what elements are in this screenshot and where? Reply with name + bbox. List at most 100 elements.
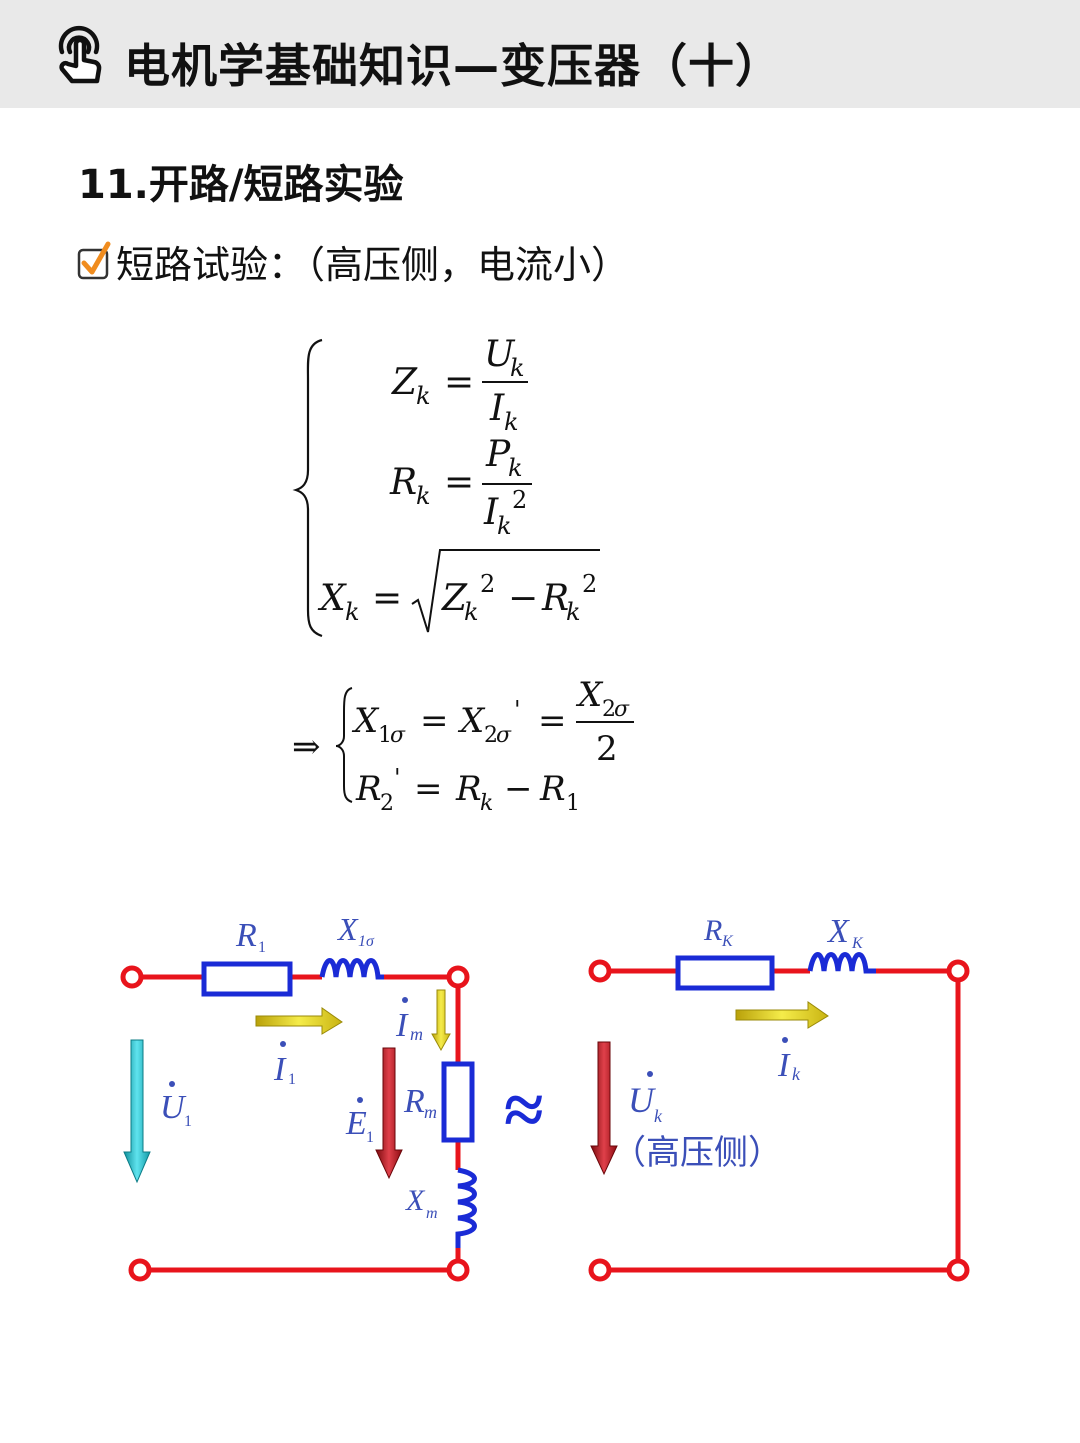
svg-text:k: k <box>566 598 581 626</box>
implies-arrow: ⇒ <box>292 727 321 767</box>
svg-text:=: = <box>372 578 402 619</box>
label-ik: I <box>777 1047 791 1084</box>
svg-text:P: P <box>485 434 511 475</box>
formula-xk: X k = Z k 2 − R k 2 <box>317 549 600 633</box>
label-rm: R <box>403 1083 425 1120</box>
touch-hand-icon <box>58 25 102 84</box>
formula-zk: Z k = U k I k <box>391 334 528 436</box>
svg-text:Z: Z <box>441 578 468 619</box>
formula-r2prime: R 2 ' = R k − R 1 <box>355 764 580 816</box>
svg-text:=: = <box>414 769 443 809</box>
svg-text:R: R <box>355 769 382 809</box>
label-e1-sub: 1 <box>366 1129 374 1146</box>
left-wires <box>134 974 461 1273</box>
dot-ik <box>782 1037 788 1043</box>
left-circuit: R 1 X 1σ I 1 I m U 1 E 1 R m X m <box>120 911 477 1282</box>
svg-text:2: 2 <box>596 729 618 769</box>
svg-text:k: k <box>345 598 360 626</box>
node-top-right <box>446 965 470 989</box>
label-ik-sub: k <box>792 1064 801 1084</box>
svg-text:I: I <box>483 492 499 533</box>
svg-text:R: R <box>389 462 417 503</box>
svg-text:=: = <box>538 701 567 741</box>
terminal-bottom-left <box>128 1258 152 1282</box>
label-r1-sub: 1 <box>258 939 266 956</box>
label-r1: R <box>235 917 257 954</box>
voltage-arrow-u1 <box>123 1039 151 1184</box>
right-circuit: R K X K I k U k （高压侧） <box>588 913 970 1282</box>
svg-text:k: k <box>464 598 479 626</box>
svg-text:R: R <box>455 769 482 809</box>
svg-text:X: X <box>575 675 604 715</box>
svg-text:': ' <box>514 696 521 724</box>
svg-text:=: = <box>420 701 449 741</box>
terminal-right-bottom-right <box>946 1258 970 1282</box>
svg-text:2: 2 <box>582 570 597 598</box>
svg-text:2: 2 <box>484 723 498 748</box>
label-uk: U <box>628 1080 656 1120</box>
label-high-voltage-side: （高压侧） <box>612 1134 782 1172</box>
page-title: 电机学基础知识—变压器（十） <box>124 39 782 93</box>
svg-text:σ: σ <box>614 697 630 722</box>
approx-symbol: ≈ <box>504 1070 544 1150</box>
label-i1-sub: 1 <box>288 1071 296 1088</box>
svg-text:X: X <box>317 578 347 619</box>
svg-text:k: k <box>497 512 512 540</box>
node-bottom-right <box>446 1258 470 1282</box>
label-rk-sub: K <box>721 933 734 950</box>
svg-text:': ' <box>394 764 401 792</box>
right-wires <box>600 968 961 1273</box>
dot-uk <box>647 1071 653 1077</box>
svg-text:−: − <box>508 578 538 619</box>
svg-text:k: k <box>508 454 523 482</box>
label-xm-sub: m <box>426 1205 438 1222</box>
svg-text:R: R <box>541 578 569 619</box>
svg-text:X: X <box>351 701 380 741</box>
header-bar: 电机学基础知识—变压器（十） <box>0 0 1080 108</box>
dot-e1 <box>357 1097 363 1103</box>
label-e1: E <box>345 1105 367 1142</box>
resistor-r1 <box>201 961 293 997</box>
inductor-xk <box>807 952 876 974</box>
voltage-arrow-uk <box>590 1041 618 1176</box>
checklist-item: 短路试验：（高压侧，电流小） <box>76 236 629 287</box>
svg-text:σ: σ <box>496 723 512 748</box>
svg-text:X: X <box>457 701 486 741</box>
svg-text:Z: Z <box>391 362 418 403</box>
svg-text:k: k <box>480 791 493 816</box>
inductor-xm <box>455 1167 477 1248</box>
terminal-right-bottom-left <box>588 1258 612 1282</box>
svg-text:=: = <box>444 362 474 403</box>
svg-text:1: 1 <box>566 791 580 816</box>
current-arrow-i1 <box>255 1007 343 1035</box>
resistor-rk <box>675 955 775 991</box>
left-brace-1 <box>292 338 323 638</box>
orange-checkbox-icon <box>77 241 111 280</box>
label-xk-sub: K <box>851 935 864 952</box>
svg-text:U: U <box>484 334 516 375</box>
label-xm: X <box>405 1184 426 1217</box>
terminal-right-top-right <box>946 959 970 983</box>
label-rk: R <box>703 914 722 947</box>
dot-u1 <box>169 1081 175 1087</box>
label-u1-sub: 1 <box>184 1113 192 1130</box>
emf-arrow-e1 <box>375 1047 403 1180</box>
dot-im <box>402 997 408 1003</box>
label-x1sigma-sub: 1σ <box>358 933 375 950</box>
current-arrow-im <box>431 989 451 1052</box>
svg-text:R: R <box>539 769 566 809</box>
label-x1sigma: X <box>336 911 359 947</box>
inductor-x1sigma <box>319 958 384 980</box>
left-brace-2 <box>335 687 353 803</box>
label-i1: I <box>273 1051 287 1088</box>
label-im: I <box>395 1007 409 1044</box>
formula-x1sigma: X 1 σ = X 2 σ ' = X 2 σ 2 <box>351 675 634 769</box>
terminal-right-top-left <box>588 959 612 983</box>
formula-block: Z k = U k I k R k = P k I k 2 X k = Z k … <box>292 334 634 816</box>
svg-text:2: 2 <box>602 697 616 722</box>
section-title: 11.开路/短路实验 <box>78 162 404 208</box>
equivalent-circuit-diagram: R 1 X 1σ I 1 I m U 1 E 1 R m X m ≈ <box>120 911 970 1282</box>
resistor-rm <box>441 1061 475 1143</box>
label-xk: X <box>826 913 850 950</box>
dot-i1 <box>280 1041 286 1047</box>
